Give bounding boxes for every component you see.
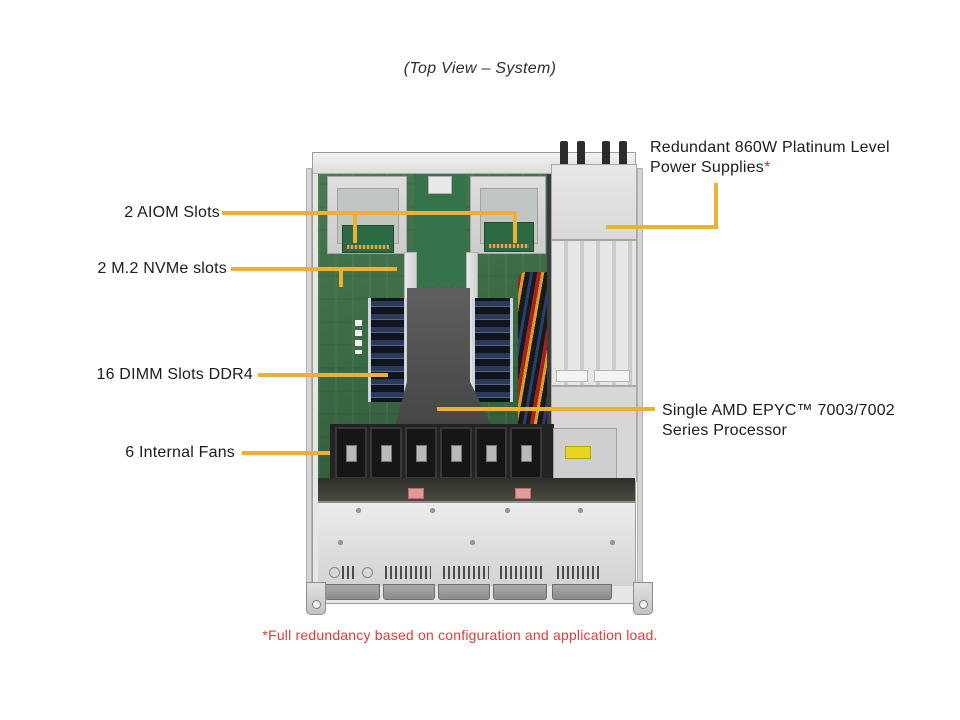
screw: [470, 540, 475, 545]
aiom-connector-left: [347, 245, 389, 249]
callout-line-dimm: [258, 373, 388, 377]
psu-latch-right: [594, 370, 630, 382]
mounting-ear-left: [306, 582, 326, 615]
ear-screw-hole: [312, 600, 321, 609]
fan-label-sticker: [451, 445, 462, 462]
fan-4: [440, 427, 472, 479]
fan-5: [475, 427, 507, 479]
front-cable-strip: [318, 478, 635, 501]
ear-screw-hole: [639, 600, 648, 609]
rack-rail-left: [306, 168, 312, 588]
aiom-card-left: [342, 225, 394, 253]
warning-sticker: [565, 446, 591, 459]
callout-line-aiom-v1: [353, 213, 357, 243]
callout-line-m2-v: [339, 269, 343, 287]
callout-line-aiom-h: [222, 211, 517, 215]
vent-slots-small: [342, 566, 357, 579]
fan-1: [335, 427, 367, 479]
fan-3: [405, 427, 437, 479]
screw: [430, 508, 435, 513]
callout-line-fans: [242, 451, 330, 455]
screw: [610, 540, 615, 545]
fan-label-sticker: [416, 445, 427, 462]
label-psu-line1: Redundant 860W Platinum Level: [650, 139, 890, 156]
fan-label-sticker: [521, 445, 532, 462]
callout-line-psu-v: [714, 183, 718, 229]
label-cpu-line1: Single AMD EPYC™ 7003/7002: [662, 402, 895, 419]
drive-tray-4: [493, 584, 547, 600]
dimm-bank-left: [368, 298, 407, 402]
psu-footnote-asterisk: *: [763, 159, 771, 176]
mounting-ear-right: [633, 582, 653, 615]
screw: [505, 508, 510, 513]
psu-handle: [577, 141, 585, 168]
callout-line-aiom-v2: [513, 213, 517, 243]
redundancy-footnote: *Full redundancy based on configuration …: [262, 627, 658, 643]
psu-handle: [602, 141, 610, 168]
fan-2: [370, 427, 402, 479]
fan-label-sticker: [486, 445, 497, 462]
aiom-connector-right: [488, 244, 530, 248]
psu-ridged-cover: [551, 240, 637, 386]
board-jumpers-left: [355, 320, 362, 354]
rack-rail-right: [637, 168, 643, 588]
callout-line-psu-h: [606, 225, 718, 229]
riser-connector: [428, 176, 452, 194]
callout-line-m2-h: [231, 267, 397, 271]
psu-handle: [560, 141, 568, 168]
screw-boss-1: [329, 567, 340, 578]
screw: [578, 508, 583, 513]
label-internal-fans: 6 Internal Fans: [125, 444, 235, 461]
vent-slots-2: [443, 566, 489, 579]
aiom-card-right: [484, 222, 534, 252]
psu-latch-left: [556, 370, 588, 382]
drive-tray-1: [325, 584, 380, 600]
psu-handle: [619, 141, 627, 168]
drive-tray-3: [438, 584, 490, 600]
label-psu-line2: Power Supplies*: [650, 159, 771, 176]
callout-line-cpu: [437, 407, 655, 411]
drive-tray-2: [383, 584, 435, 600]
label-cpu-line2: Series Processor: [662, 422, 788, 439]
figure-title: (Top View – System): [403, 60, 557, 77]
screw: [356, 508, 361, 513]
label-dimm-slots: 16 DIMM Slots DDR4: [96, 366, 253, 383]
label-aiom-slots: 2 AIOM Slots: [124, 204, 220, 221]
chassis-divider: [547, 174, 553, 426]
front-connector-1: [408, 488, 424, 499]
label-power-supplies: Redundant 860W Platinum Level Power Supp…: [650, 138, 890, 178]
label-m2-nvme-slots: 2 M.2 NVMe slots: [97, 260, 227, 277]
fan-label-sticker: [381, 445, 392, 462]
front-connector-2: [515, 488, 531, 499]
vent-slots-3: [500, 566, 543, 579]
label-processor: Single AMD EPYC™ 7003/7002 Series Proces…: [662, 401, 895, 441]
vent-slots-4: [557, 566, 600, 579]
fan-label-sticker: [346, 445, 357, 462]
drive-tray-5: [552, 584, 612, 600]
screw: [338, 540, 343, 545]
dimm-bank-right: [472, 298, 513, 402]
vent-slots-1: [385, 566, 431, 579]
fan-6: [510, 427, 542, 479]
screw-boss-2: [362, 567, 373, 578]
